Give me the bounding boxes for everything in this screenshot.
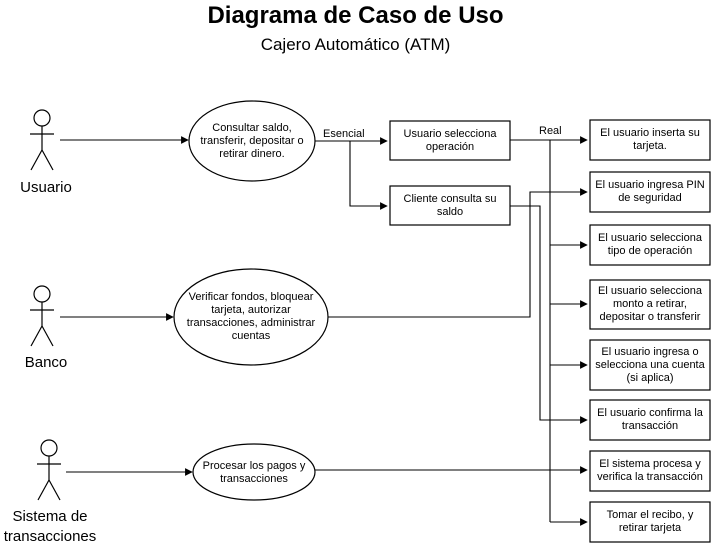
edge-verificar-step2 [328,188,588,318]
flow-selecciona-box [389,120,511,161]
actor-sistema-label: Sistema de transacciones [3,508,97,545]
step-box-3 [589,224,711,266]
step-box-8 [589,501,711,543]
actor-banco-figure [30,285,54,347]
step-box-6 [589,399,711,441]
use-case-procesar: Procesar los pagos y transacciones [202,460,306,485]
step-2: El usuario ingresa PIN de seguridad [595,179,705,204]
step-box-5 [589,339,711,391]
diagram-title: Diagrama de Caso de Uso [207,2,504,29]
step-6: El usuario confirma la transacción [597,407,703,432]
flow-selecciona-operacion: Usuario selecciona operación [403,127,497,153]
actor-banco-label: Banco [24,354,68,371]
step-box-1 [589,119,711,161]
step-box-2 [589,171,711,213]
edge-esencial-consulta [349,141,388,210]
step-4: El usuario selecciona monto a retirar, d… [598,285,702,323]
actor-usuario-figure [30,109,54,171]
step-8: Tomar el recibo, y retirar tarjeta [606,509,694,534]
edge-label-esencial: Esencial [322,128,366,140]
use-case-verificar: Verificar fondos, bloquear tarjeta, auto… [186,291,316,342]
actor-usuario-label: Usuario [20,179,72,196]
use-case-procesar-shape [192,443,316,501]
step-1: El usuario inserta su tarjeta. [600,127,700,152]
step-box-4 [589,279,711,330]
edge-consulta-step6 [510,205,588,424]
diagram-subtitle: Cajero Automático (ATM) [260,35,451,54]
step-box-7 [589,450,711,492]
flow-consulta-box [389,185,511,226]
step-7: El sistema procesa y verifica la transac… [597,458,703,483]
actor-sistema-figure [37,439,61,501]
use-case-consultar: Consultar saldo, transferir, depositar o… [200,121,304,160]
step-3: El usuario selecciona tipo de operación [598,232,702,257]
flow-consulta-saldo: Cliente consulta su saldo [403,192,497,218]
edge-label-real: Real [538,125,563,137]
step-5: El usuario ingresa o selecciona una cuen… [595,345,705,384]
